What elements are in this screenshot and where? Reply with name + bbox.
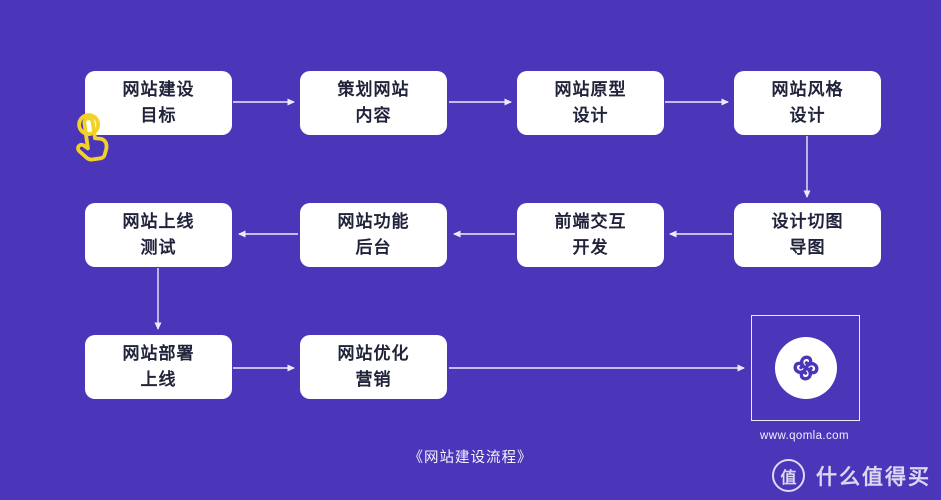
flow-node-label: 导图 (789, 238, 826, 257)
flow-node-style: 网站风格 设计 (734, 71, 881, 135)
flow-node-label: 网站功能 (337, 212, 410, 231)
flow-node-marketing: 网站优化 营销 (300, 335, 447, 399)
flow-node-label: 网站上线 (122, 212, 195, 231)
watermark-site-name: 什么值得买 (816, 465, 931, 489)
flow-node-planning: 策划网站 内容 (300, 71, 447, 135)
flow-node-label: 网站建设 (122, 80, 195, 99)
flow-node-slicing: 设计切图 导图 (734, 203, 881, 267)
flow-node-label: 网站优化 (337, 344, 410, 363)
flow-node-label: 网站风格 (771, 80, 844, 99)
tap-hand-icon (60, 107, 120, 177)
flow-node-label: 设计切图 (771, 212, 844, 231)
flow-node-goal: 网站建设 目标 (85, 71, 232, 135)
zhi-badge-char: 值 (780, 469, 797, 487)
flow-node-label: 后台 (355, 238, 392, 257)
flow-node-label: 网站部署 (122, 344, 195, 363)
flow-node-label: 设计 (572, 106, 609, 125)
flow-node-label: 营销 (355, 370, 392, 389)
flow-node-testing: 网站上线 测试 (85, 203, 232, 267)
flow-node-label: 目标 (140, 106, 177, 125)
flow-node-label: 开发 (572, 238, 609, 257)
zhi-badge-icon: 值 (772, 459, 805, 492)
qomla-logo-box (751, 315, 860, 421)
flow-node-backend: 网站功能 后台 (300, 203, 447, 267)
flow-node-label: 内容 (355, 106, 392, 125)
flow-node-deploy: 网站部署 上线 (85, 335, 232, 399)
smzdm-watermark: 值 什么值得买 (772, 459, 931, 492)
flow-node-label: 设计 (789, 106, 826, 125)
flow-node-label: 上线 (140, 370, 177, 389)
flow-node-label: 策划网站 (337, 80, 410, 99)
flow-node-label: 前端交互 (554, 212, 627, 231)
flow-node-label: 网站原型 (554, 80, 627, 99)
clover-logo-icon (774, 337, 837, 399)
website-url: www.qomla.com (760, 430, 849, 442)
diagram-caption: 《网站建设流程》 (408, 450, 533, 466)
flow-node-frontend: 前端交互 开发 (517, 203, 664, 267)
flow-node-prototype: 网站原型 设计 (517, 71, 664, 135)
flow-node-label: 测试 (140, 238, 177, 257)
